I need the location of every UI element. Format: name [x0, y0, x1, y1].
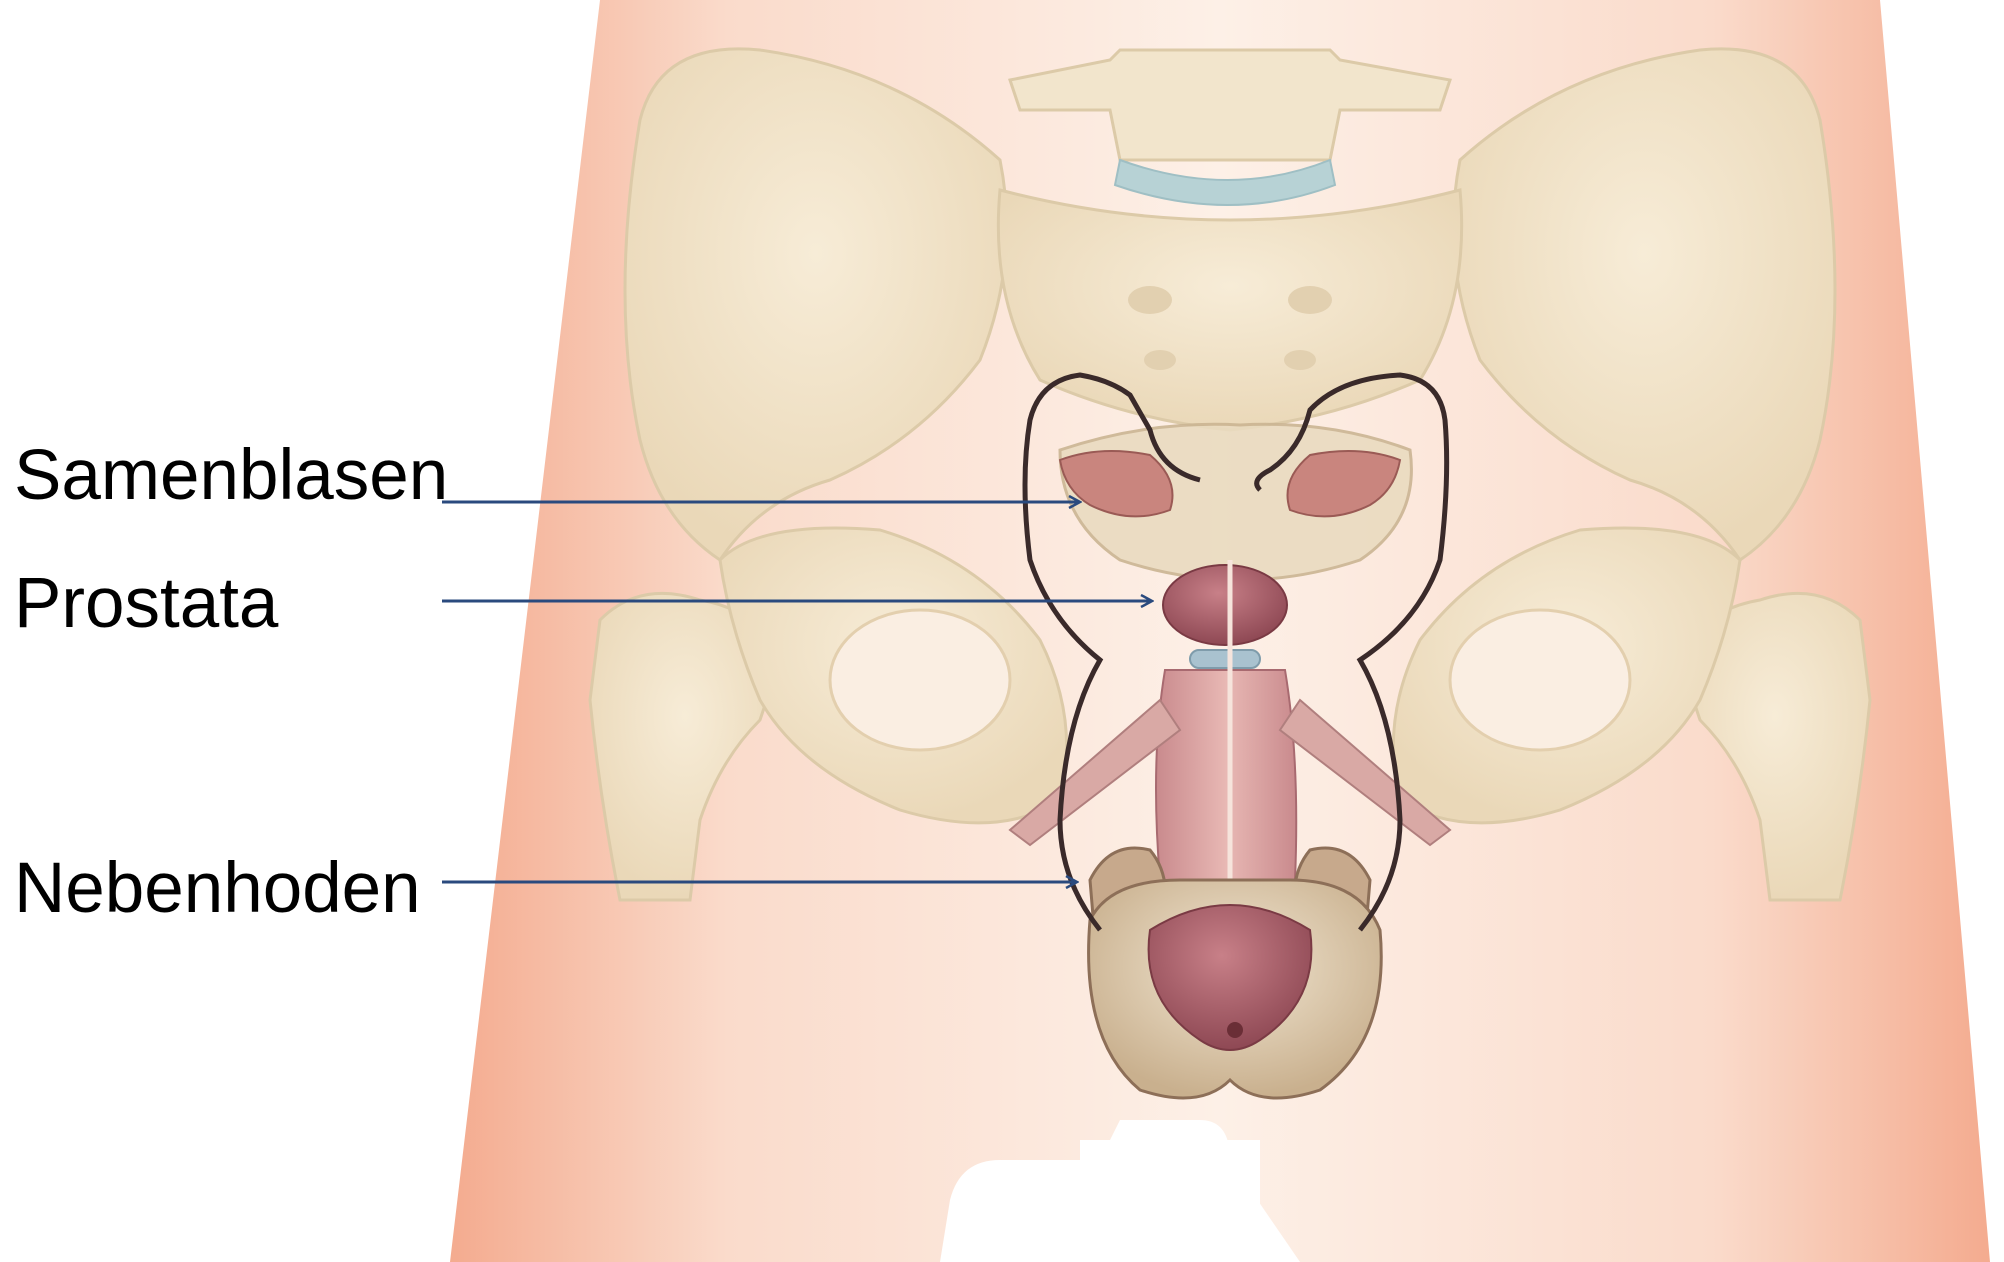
penis-shaft: [1156, 670, 1296, 880]
sacral-foramen: [1128, 286, 1172, 314]
urethral-opening: [1227, 1022, 1243, 1038]
sacral-foramen: [1144, 350, 1176, 370]
urethral-sphincter: [1190, 650, 1260, 668]
right-obturator-foramen: [1450, 610, 1630, 750]
sacral-foramen: [1284, 350, 1316, 370]
groin-gap: [1080, 1140, 1260, 1262]
label-prostata: Prostata: [14, 568, 278, 639]
label-nebenhoden: Nebenhoden: [14, 853, 421, 924]
prostate: [1163, 565, 1287, 645]
left-obturator-foramen: [830, 610, 1010, 750]
sacral-foramen: [1288, 286, 1332, 314]
label-samenblasen: Samenblasen: [14, 440, 448, 511]
